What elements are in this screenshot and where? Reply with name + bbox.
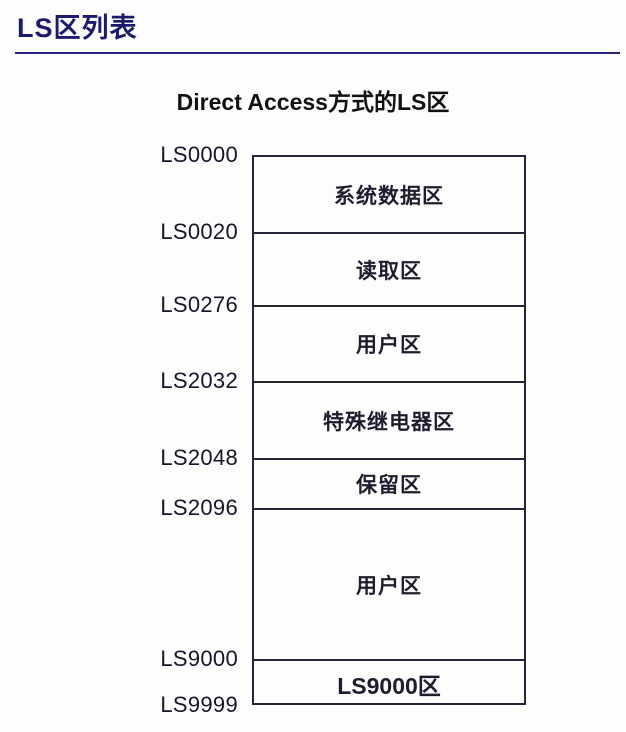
memory-region-label: 特殊继电器区 [323, 408, 455, 434]
address-tick-label: LS2096 [160, 495, 238, 520]
memory-region-label: 读取区 [356, 257, 422, 283]
memory-region-row: 用户区 [254, 510, 524, 661]
memory-region-label: 保留区 [356, 472, 422, 497]
memory-region-row: 用户区 [254, 307, 524, 383]
memory-region-row: 系统数据区 [254, 157, 524, 234]
address-tick-label: LS0020 [160, 219, 238, 244]
page-header: LS区列表 [0, 0, 626, 58]
address-tick-label: LS2048 [160, 445, 238, 470]
memory-region-row: LS9000区 [254, 661, 524, 707]
address-tick-label: LS2032 [160, 368, 238, 393]
memory-region-label: 系统数据区 [334, 182, 444, 208]
memory-region-row: 读取区 [254, 234, 524, 307]
memory-region-row: 特殊继电器区 [254, 383, 524, 460]
memory-region-row: 保留区 [254, 460, 524, 510]
figure-caption: Direct Access方式的LS区 [176, 89, 450, 115]
memory-region-label: LS9000区 [337, 673, 441, 699]
title-divider-rule [15, 52, 620, 54]
address-tick-label: LS9000 [160, 646, 238, 671]
address-tick-label: LS0276 [160, 292, 238, 317]
memory-region-label: 用户区 [356, 572, 422, 598]
address-tick-label: LS9999 [160, 692, 238, 717]
memory-region-label: 用户区 [356, 332, 422, 357]
address-tick-label: LS0000 [160, 142, 238, 167]
page-title: LS区列表 [17, 13, 138, 43]
